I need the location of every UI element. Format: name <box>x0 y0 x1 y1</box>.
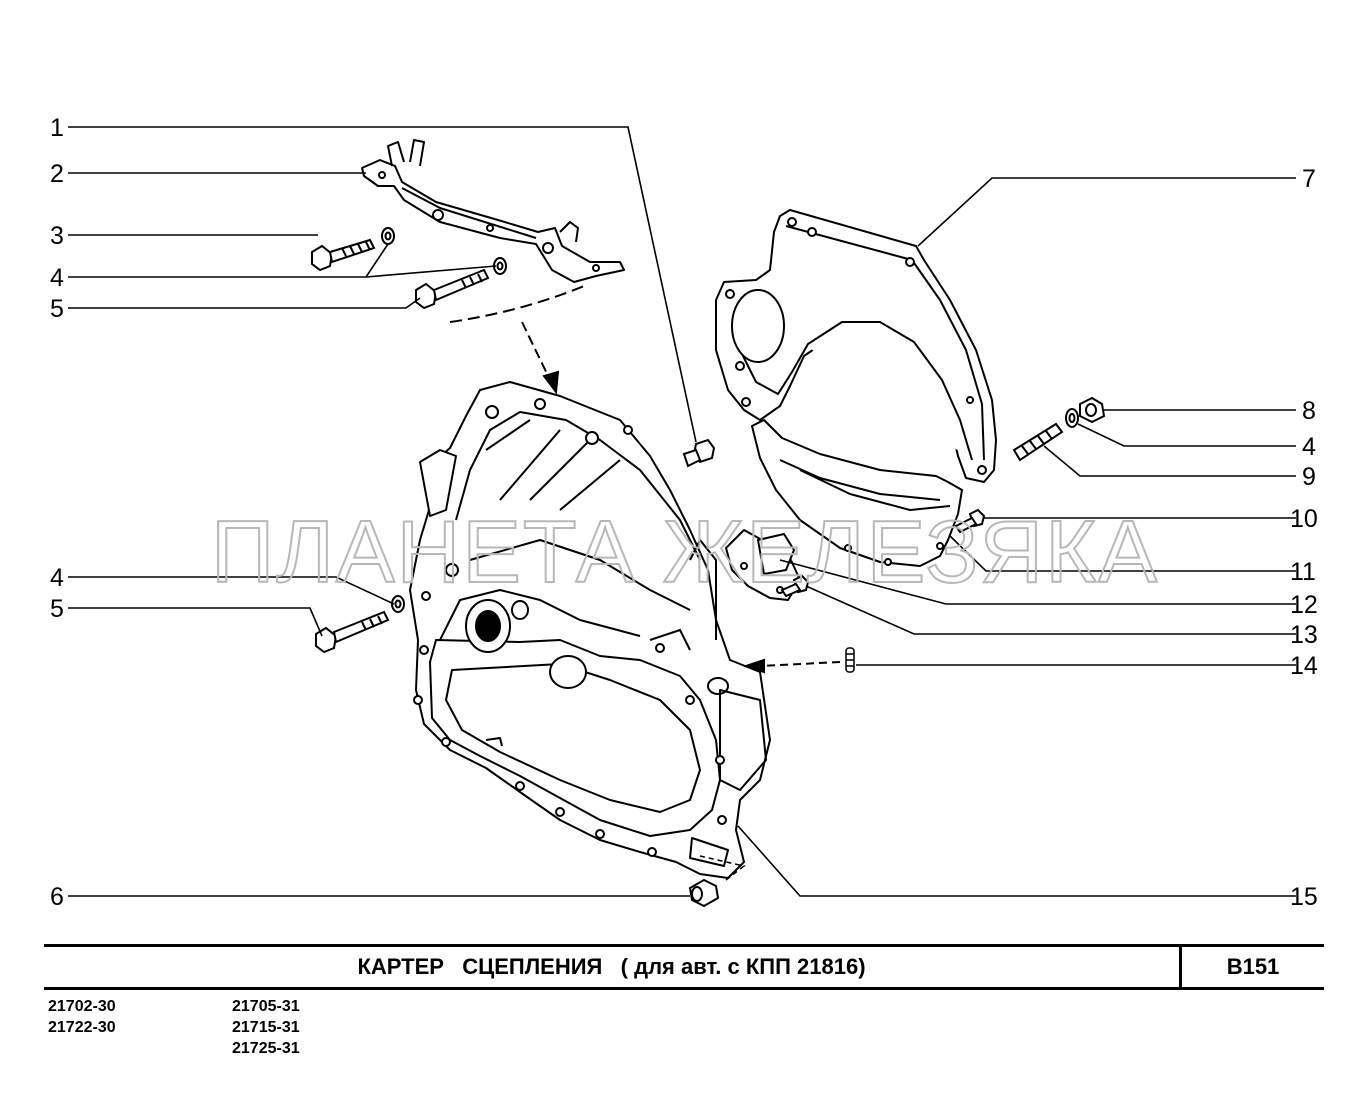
watermark-text: ПЛАНЕТА ЖЕЛЕЗЯКА <box>211 502 1159 601</box>
leader-lines <box>68 126 1296 897</box>
callout-3: 3 <box>50 222 64 250</box>
dowel-part-6 <box>688 878 720 908</box>
stud-part-9 <box>1012 422 1064 462</box>
washer-part-4-lower <box>391 595 405 613</box>
callout-7: 7 <box>1302 165 1316 193</box>
plug-part-1 <box>682 438 716 468</box>
callout-4-lower: 4 <box>50 564 64 592</box>
callout-10: 10 <box>1290 505 1318 533</box>
cover-plate-part-7 <box>715 209 997 483</box>
models-column-1: 21702-30 21722-30 <box>48 996 116 1038</box>
page-title: КАРТЕР СЦЕПЛЕНИЯ ( для авт. с КПП 21816) <box>357 954 866 979</box>
assembly-arrow-upper <box>449 285 585 395</box>
model-code: 21715-31 <box>232 1019 300 1036</box>
washer-part-4-upper <box>381 227 507 275</box>
callout-4-right: 4 <box>1302 433 1316 461</box>
nut-part-8 <box>1079 396 1106 424</box>
callout-6: 6 <box>50 883 64 911</box>
pin-part-14 <box>845 647 855 673</box>
callout-15: 15 <box>1290 883 1318 911</box>
callout-14: 14 <box>1290 652 1318 680</box>
exploded-parts-diagram: ПЛАНЕТА ЖЕЛЕЗЯКА 1 2 3 4 5 4 5 6 7 8 4 9… <box>50 114 1318 911</box>
callout-5-upper: 5 <box>50 295 64 323</box>
title-divider <box>1179 947 1182 987</box>
assembly-arrow-pin <box>742 658 841 674</box>
bolt-part-3 <box>311 238 376 272</box>
assembly-arrow-lower <box>699 855 746 881</box>
model-code: 21705-31 <box>232 998 300 1015</box>
title-bar: КАРТЕР СЦЕПЛЕНИЯ ( для авт. с КПП 21816)… <box>44 944 1324 990</box>
models-column-2: 21705-31 21715-31 21725-31 <box>232 996 300 1059</box>
callout-1: 1 <box>50 114 64 142</box>
bolt-part-5-lower <box>315 610 390 654</box>
clutch-housing-part <box>409 381 771 879</box>
callout-13: 13 <box>1290 621 1318 649</box>
callout-12: 12 <box>1290 591 1318 619</box>
callout-numbers: 1 2 3 4 5 4 5 6 7 8 4 9 10 11 12 13 14 1… <box>50 114 1318 911</box>
callout-8: 8 <box>1302 397 1316 425</box>
bolt-part-13 <box>780 574 810 598</box>
model-code: 21725-31 <box>232 1040 300 1057</box>
model-code: 21702-30 <box>48 998 116 1015</box>
model-code: 21722-30 <box>48 1019 116 1036</box>
callout-5-lower: 5 <box>50 595 64 623</box>
bracket-part <box>361 139 625 283</box>
callout-4-upper: 4 <box>50 264 64 292</box>
washer-part-4-right <box>1065 408 1079 428</box>
lower-cover-part-11 <box>751 419 963 567</box>
page-code: B151 <box>1226 954 1280 979</box>
bolt-part-10 <box>954 508 986 534</box>
bolt-part-5-upper <box>415 268 490 310</box>
callout-2: 2 <box>50 160 64 188</box>
callout-11: 11 <box>1290 558 1316 586</box>
callout-9: 9 <box>1302 463 1316 491</box>
sensor-bracket-part-12 <box>725 529 801 601</box>
